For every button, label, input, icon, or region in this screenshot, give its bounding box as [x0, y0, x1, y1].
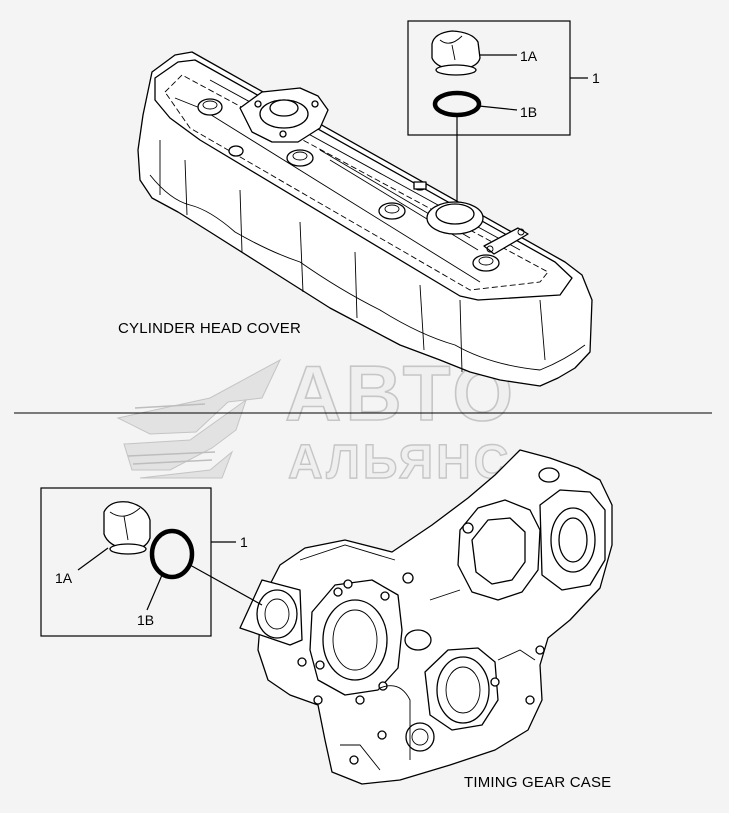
bottom-callout-1b: 1B [137, 612, 155, 628]
top-callout-1: 1 [592, 70, 600, 86]
bottom-kit-box [40, 487, 212, 637]
bottom-leader-1b [146, 574, 163, 611]
bottom-assembly-line [189, 564, 263, 606]
bottom-filler-cap-icon [103, 501, 151, 555]
top-kit-box [407, 20, 571, 136]
top-filler-cap-icon [431, 30, 481, 76]
bottom-callout-1: 1 [240, 534, 248, 550]
top-leader-1b [478, 105, 518, 111]
watermark-text-line2: АЛЬЯНС [288, 436, 511, 489]
cylinder-head-cover [137, 51, 593, 387]
bottom-callout-1a: 1A [55, 570, 73, 586]
caption-cylinder-head-cover: CYLINDER HEAD COVER [118, 320, 302, 337]
caption-timing-gear-case: TIMING GEAR CASE [464, 774, 612, 791]
bottom-leader-1a [77, 547, 109, 571]
top-callout-1a: 1A [520, 48, 538, 64]
top-callout-1b: 1B [520, 104, 538, 120]
timing-gear-case [239, 449, 613, 785]
bottom-o-ring-icon [149, 528, 195, 580]
top-o-ring-icon [432, 90, 482, 118]
watermark-logo [116, 358, 282, 479]
